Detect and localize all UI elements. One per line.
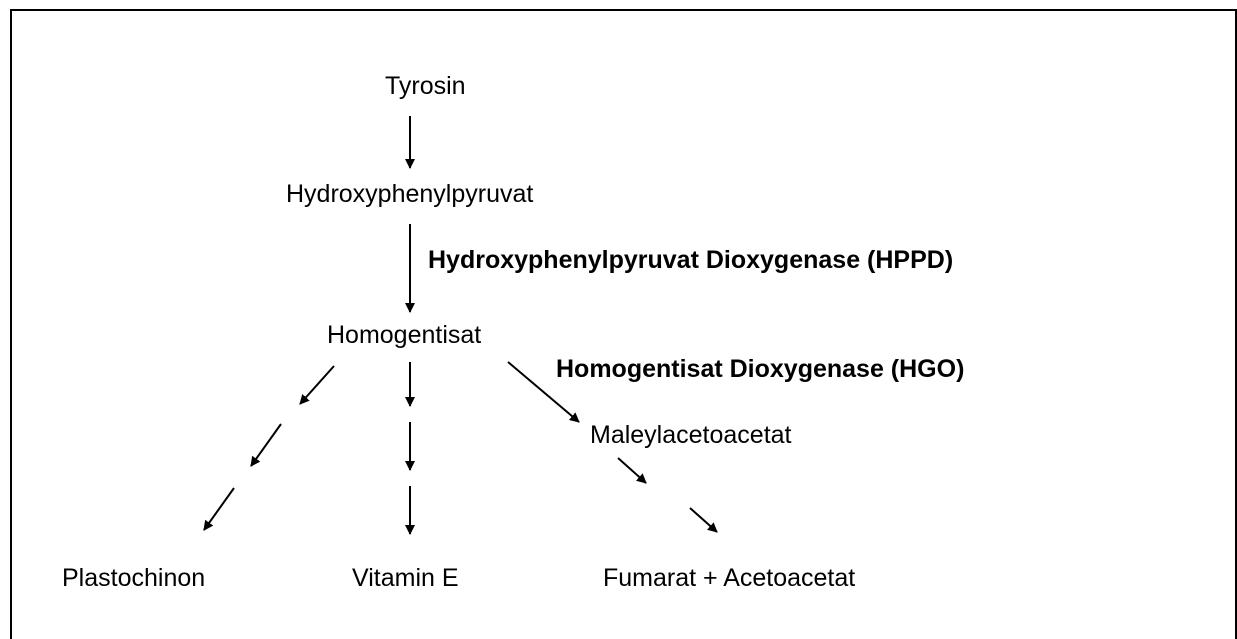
node-tyrosin: Tyrosin	[385, 72, 466, 100]
node-vitamin-e: Vitamin E	[352, 564, 459, 592]
arrow-homogentisat-to-maleylacetoacetat	[507, 361, 580, 423]
pathway-arrows	[203, 116, 718, 535]
node-maleylacetoacetat: Maleylacetoacetat	[590, 421, 792, 449]
node-hydroxyphenylpyruvat: Hydroxyphenylpyruvat	[286, 180, 534, 208]
enzyme-hppd-label: Hydroxyphenylpyruvat Dioxygenase (HPPD)	[428, 246, 954, 274]
diagram-frame	[10, 9, 1237, 639]
node-homogentisat: Homogentisat	[327, 321, 482, 349]
node-plastochinon: Plastochinon	[62, 564, 206, 592]
enzyme-hgo-label: Homogentisat Dioxygenase (HGO)	[556, 355, 965, 383]
dashed-arrow-maleylacetoacetat-to-fumarat-acetoacetat	[617, 457, 718, 533]
node-fumarat-acetoacetat: Fumarat + Acetoacetat	[603, 564, 856, 592]
dashed-arrow-homogentisat-to-plastochinon	[203, 365, 335, 531]
